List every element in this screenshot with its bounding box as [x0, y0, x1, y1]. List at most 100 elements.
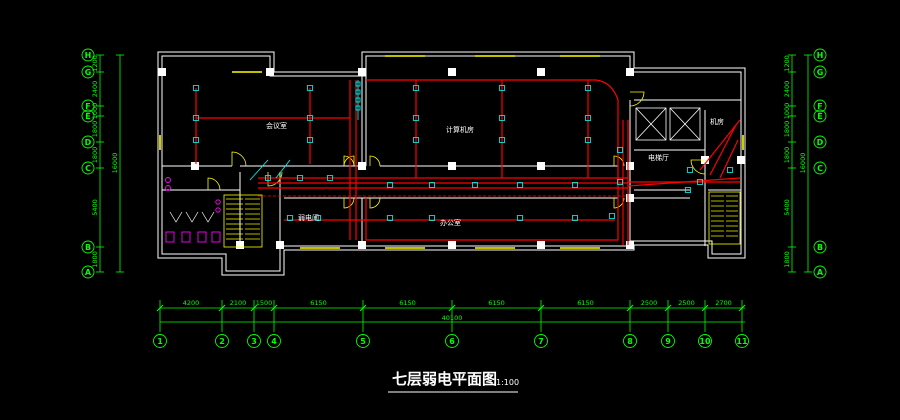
- side-total-label: 16000: [111, 153, 119, 174]
- device-symbol: [617, 179, 623, 185]
- device-symbol: [387, 182, 393, 188]
- device-symbol: [572, 215, 578, 221]
- axis-bubble-label-C: C: [817, 164, 823, 173]
- axis-bubble-3: [247, 334, 261, 348]
- room-label-1: 会议室: [266, 121, 287, 130]
- side-span-label: 1800: [91, 121, 99, 138]
- device-symbol: [585, 115, 591, 121]
- device-symbol: [499, 137, 505, 143]
- device-symbol: [472, 182, 478, 188]
- column: [358, 162, 366, 170]
- room-labels: 会议室 计算机房 办公室 弱电间 电梯厅 机房: [266, 117, 724, 227]
- device-symbol: [609, 213, 615, 219]
- column: [266, 68, 274, 76]
- column: [448, 68, 456, 76]
- drawing-title: 七层弱电平面图: [392, 370, 497, 388]
- bottom-axis-tick-2: [218, 304, 226, 312]
- weak-current-devices: [193, 81, 733, 221]
- column: [626, 194, 634, 202]
- side-span-label: 5400: [91, 199, 99, 216]
- axis-bubble-label-7: 7: [538, 337, 544, 346]
- column: [358, 68, 366, 76]
- device-symbol: [499, 115, 505, 121]
- axis-bubble-label-10: 10: [699, 337, 711, 346]
- bottom-axis-ticks: [156, 300, 746, 332]
- bottom-axis-tick-5: [359, 304, 367, 312]
- bottom-axis-tick-4: [270, 304, 278, 312]
- axis-bubble-label-D: D: [817, 138, 824, 147]
- device-symbol: [685, 187, 691, 193]
- column: [448, 241, 456, 249]
- bottom-axis-tick-3: [250, 304, 258, 312]
- side-span-label: 1800: [783, 121, 791, 138]
- bottom-span-label: 6150: [488, 299, 505, 307]
- axis-bubble-label-3: 3: [251, 337, 257, 346]
- axis-bubble-10: [698, 334, 712, 348]
- bottom-span-label: 2100: [230, 299, 247, 307]
- axis-bubble-A: [813, 265, 827, 279]
- axis-bubble-label-D: D: [85, 138, 92, 147]
- device-symbol: [193, 115, 199, 121]
- axis-bubble-label-E: E: [85, 112, 90, 121]
- axis-bubble-label-A: A: [817, 268, 824, 277]
- device-symbol: [413, 137, 419, 143]
- axis-bubble-A: [81, 265, 95, 279]
- axis-bubble-C: [813, 161, 827, 175]
- side-span-label: 1800: [91, 251, 99, 268]
- axis-bubble-8: [623, 334, 637, 348]
- device-symbol: [585, 137, 591, 143]
- axis-bubble-label-E: E: [817, 112, 822, 121]
- room-label-0: 弱电间: [298, 213, 319, 222]
- axis-bubble-B: [813, 240, 827, 254]
- axis-bubble-B: [81, 240, 95, 254]
- bottom-span-label: 6150: [310, 299, 327, 307]
- bottom-total-dimension: 40100: [442, 314, 463, 322]
- axis-bubble-label-1: 1: [157, 337, 163, 346]
- side-span-label: 2400: [783, 81, 791, 98]
- device-symbol: [499, 85, 505, 91]
- axis-bubble-label-H: H: [817, 51, 824, 60]
- room-label-5: 机房: [710, 117, 724, 126]
- device-symbol: [517, 215, 523, 221]
- column: [626, 241, 634, 249]
- axis-bubble-label-G: G: [817, 68, 824, 77]
- device-symbol: [387, 215, 393, 221]
- column: [236, 241, 244, 249]
- side-span-label: 1800: [783, 147, 791, 164]
- axis-bubble-label-11: 11: [736, 337, 748, 346]
- room-label-4: 电梯厅: [648, 153, 669, 162]
- device-symbol: [429, 182, 435, 188]
- device-symbol: [193, 137, 199, 143]
- room-label-2: 计算机房: [446, 125, 474, 134]
- bottom-span-label: 6150: [577, 299, 594, 307]
- column: [626, 162, 634, 170]
- device-symbol: [413, 115, 419, 121]
- side-span-label: 5400: [783, 199, 791, 216]
- axis-bubble-4: [267, 334, 281, 348]
- side-span-label: 1000: [783, 103, 791, 120]
- device-symbol: [585, 85, 591, 91]
- device-symbol: [307, 137, 313, 143]
- bottom-axis-tick-7: [537, 304, 545, 312]
- device-symbol: [307, 85, 313, 91]
- right-axis-dimension: [788, 54, 812, 273]
- axis-bubble-9: [661, 334, 675, 348]
- axis-bubble-label-F: F: [817, 102, 822, 111]
- device-symbol: [517, 182, 523, 188]
- bottom-axis-tick-11: [738, 304, 746, 312]
- axis-bubble-label-H: H: [85, 51, 92, 60]
- bottom-axis-tick-10: [701, 304, 709, 312]
- bottom-span-label: 2500: [641, 299, 658, 307]
- device-symbol: [297, 175, 303, 181]
- left-axis-dimension: [96, 54, 124, 273]
- axis-bubble-6: [445, 334, 459, 348]
- device-symbol: [687, 167, 693, 173]
- cyan-cable-leads: [249, 80, 359, 181]
- axis-bubble-11: [735, 334, 749, 348]
- windows: [159, 55, 744, 249]
- room-label-3: 办公室: [440, 218, 461, 227]
- bottom-span-label: 2700: [715, 299, 732, 307]
